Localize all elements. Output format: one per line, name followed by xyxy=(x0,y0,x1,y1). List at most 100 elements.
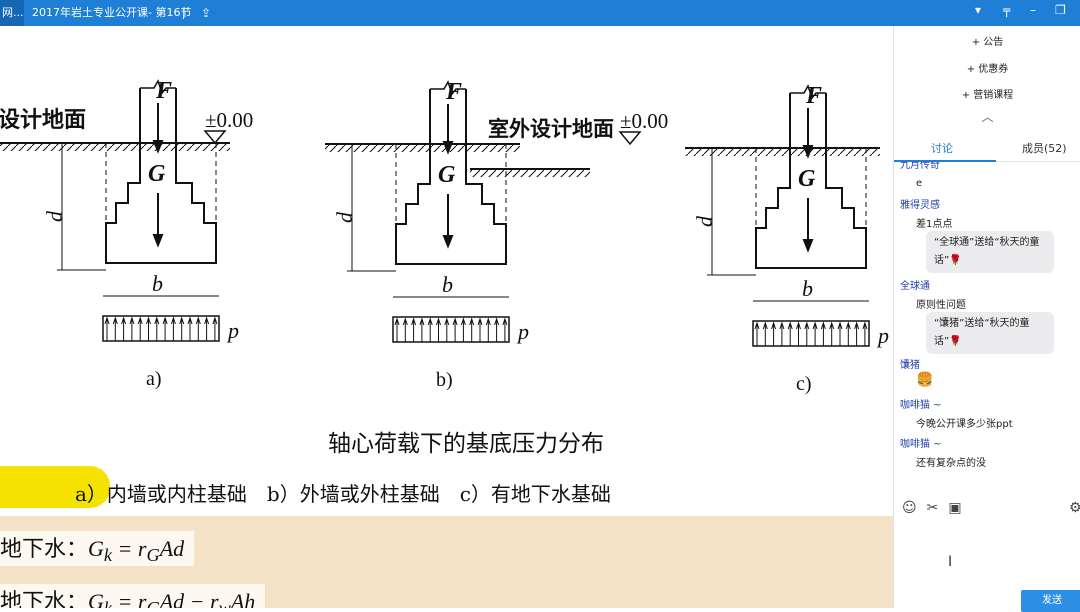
pressure-arrow xyxy=(204,316,210,341)
arrowhead xyxy=(802,239,814,253)
emoji-message: 🍔 xyxy=(916,372,934,388)
message-author: 咖啡猫 ~ xyxy=(900,400,942,411)
label-b: b xyxy=(152,271,163,296)
pressure-arrow xyxy=(154,316,160,341)
message-text: e xyxy=(916,178,923,189)
ground-hatch xyxy=(470,169,590,177)
settings-icon[interactable]: ⚙ xyxy=(1069,500,1080,516)
tab-members[interactable]: 成员(52) xyxy=(1022,142,1067,155)
pressure-block xyxy=(102,315,220,342)
pressure-arrow xyxy=(394,317,400,342)
arrowhead xyxy=(442,141,454,155)
pressure-arrow xyxy=(212,316,218,341)
label-p: p xyxy=(226,318,239,343)
highlight-mark xyxy=(0,466,110,508)
pin-icon[interactable]: ╤ xyxy=(1003,3,1011,17)
level-marker xyxy=(618,131,642,146)
pressure-arrow xyxy=(762,321,768,346)
divider xyxy=(183,8,184,19)
arrowhead xyxy=(802,145,814,159)
menu-marketing-course[interactable]: + 营销课程 xyxy=(961,90,1014,101)
pressure-arrow xyxy=(146,316,151,341)
dropdown-icon[interactable]: ▾ xyxy=(975,3,982,17)
label-f: F xyxy=(805,83,822,109)
message-author: 全球通 xyxy=(900,281,930,292)
pressure-arrow xyxy=(436,317,441,342)
level-label: ±0.00 xyxy=(205,108,253,132)
level-label: ±0.00 xyxy=(620,109,668,133)
ground-label: 室外设计地面 xyxy=(488,117,614,141)
arrowhead xyxy=(152,140,164,154)
label-g: G xyxy=(798,166,816,192)
diagram-label: c) xyxy=(796,373,812,395)
pressure-block xyxy=(752,320,870,347)
gift-notice: “馕猪”送给“秋天的童话”🌹 xyxy=(926,312,1054,354)
figure-legend: a）内墙或内柱基础 b）外墙或外柱基础 c）有地下水基础 xyxy=(75,482,611,506)
ground-hatch xyxy=(0,143,230,151)
pressure-arrow xyxy=(854,321,860,346)
tab-left[interactable]: 网... xyxy=(0,0,24,26)
pressure-arrow xyxy=(411,317,417,342)
pressure-arrow xyxy=(137,316,143,341)
pressure-arrow xyxy=(477,317,483,342)
label-f: F xyxy=(155,78,172,104)
foundation-outline xyxy=(395,89,507,265)
foundation-outline xyxy=(105,88,217,264)
pressure-arrow xyxy=(170,316,176,341)
arrowhead xyxy=(442,235,454,249)
scissors-icon[interactable]: ✂ xyxy=(926,500,939,516)
message-author: 雅得灵感 xyxy=(900,200,940,211)
equation-1: 地下水：Gk = rGAd xyxy=(0,531,195,567)
diagram: FGdbpa)±0.00设计地面FGdbpb)±0.00室外设计地面FGdbpc… xyxy=(0,78,889,395)
pressure-arrow xyxy=(469,317,475,342)
pressure-arrow xyxy=(427,317,433,342)
message-text: 今晚公开课多少张ppt xyxy=(916,419,1013,430)
label-d: d xyxy=(332,211,357,223)
label-b: b xyxy=(442,272,453,297)
gift-notice: “全球通”送给“秋天的童话”🌹 xyxy=(926,231,1054,273)
pressure-arrow xyxy=(862,321,868,346)
label-d: d xyxy=(692,215,717,227)
share-icon[interactable]: ⇪ xyxy=(201,6,212,20)
minimize-icon[interactable]: – xyxy=(1030,3,1036,17)
chevron-up-icon[interactable]: ︿ xyxy=(981,110,994,124)
pressure-arrow xyxy=(804,321,810,346)
break-line xyxy=(140,79,176,95)
equation-2: 地下水：Gk = rGAd − rwAh xyxy=(0,584,266,608)
pressure-arrow xyxy=(419,317,425,342)
pressure-arrow xyxy=(121,316,127,341)
menu-announcement[interactable]: + 公告 xyxy=(971,37,1004,48)
message-text: 还有复杂点的没 xyxy=(916,458,986,469)
pressure-arrow xyxy=(444,317,450,342)
pressure-arrow xyxy=(187,316,193,341)
pressure-arrow xyxy=(787,321,793,346)
label-p: p xyxy=(876,323,889,348)
pressure-arrow xyxy=(837,321,843,346)
tab-discussion[interactable]: 讨论 xyxy=(931,142,953,155)
pressure-arrow xyxy=(829,321,835,346)
message-text: 差1点点 xyxy=(916,219,953,230)
send-button[interactable]: 发送 xyxy=(1021,590,1080,612)
ground-hatch xyxy=(685,148,880,156)
menu-coupon[interactable]: + 优惠券 xyxy=(966,64,1009,75)
emoji-icon[interactable]: ☺ xyxy=(902,500,917,516)
pressure-arrow xyxy=(485,317,491,342)
break-line xyxy=(790,84,826,100)
pressure-arrow xyxy=(162,316,168,341)
arrowhead xyxy=(152,234,164,248)
window-title: 2017年岩土专业公开课- 第16节 xyxy=(32,6,192,19)
panel-tabs: 讨论 成员(52) xyxy=(894,132,1080,162)
pressure-arrow xyxy=(754,321,760,346)
restore-icon[interactable]: ❐ xyxy=(1055,3,1066,17)
active-tab-indicator xyxy=(894,160,996,162)
label-d: d xyxy=(42,210,67,222)
pressure-arrow xyxy=(460,317,466,342)
pressure-arrow xyxy=(104,316,110,341)
label-f: F xyxy=(445,79,462,105)
image-icon[interactable]: ▣ xyxy=(948,500,962,516)
message-list[interactable]: 九月传奇 e 雅得灵感 差1点点 “全球通”送给“秋天的童话”🌹 全球通 原则性… xyxy=(894,162,1080,492)
diagram-label: a) xyxy=(146,368,162,390)
label-g: G xyxy=(438,162,456,188)
pressure-block xyxy=(392,316,510,343)
